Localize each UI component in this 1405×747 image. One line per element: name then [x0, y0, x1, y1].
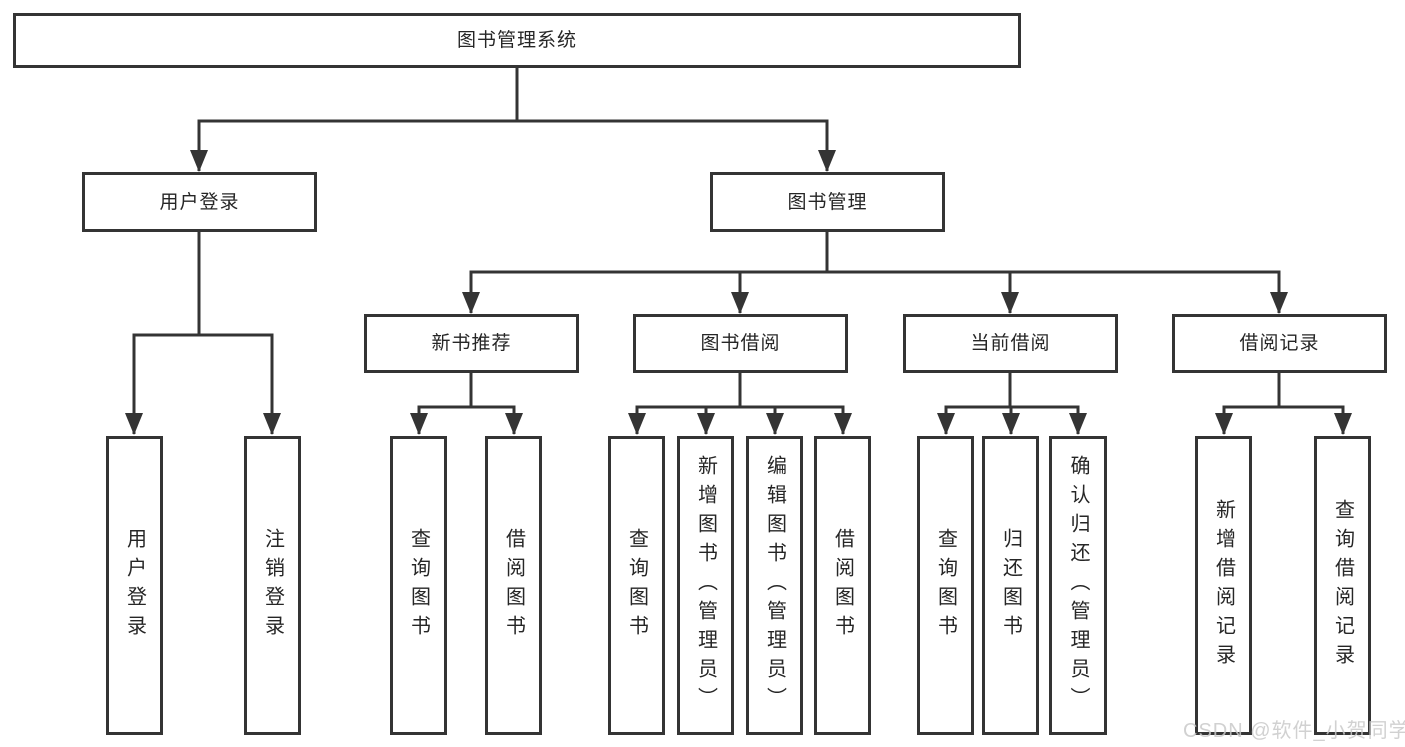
branch-user-login [125, 232, 281, 435]
branch-current-borrow [937, 373, 1087, 435]
node-borrow-records: 借阅记录 [1172, 314, 1387, 373]
node-new-book-recommend: 新书推荐 [364, 314, 579, 373]
leaf-user-login: 用户登录 [106, 436, 163, 735]
branch-book-management [462, 232, 1288, 314]
branch-new-book-recommend [410, 373, 523, 435]
leaf-query-books-recommend: 查询图书 [390, 436, 447, 735]
leaf-add-borrow-record: 新增借阅记录 [1195, 436, 1252, 735]
node-book-borrow: 图书借阅 [633, 314, 848, 373]
leaf-borrow-books: 借阅图书 [814, 436, 871, 735]
leaf-add-books-admin: 新增图书（管理员） [677, 436, 734, 735]
branch-book-borrow [628, 373, 852, 435]
node-library-system-root: 图书管理系统 [13, 13, 1021, 68]
leaf-edit-books-admin: 编辑图书（管理员） [746, 436, 803, 735]
branch-borrow-records [1215, 373, 1352, 435]
leaf-confirm-return-admin: 确认归还（管理员） [1049, 436, 1107, 735]
node-user-login: 用户登录 [82, 172, 317, 232]
leaf-return-books: 归还图书 [982, 436, 1039, 735]
node-current-borrow: 当前借阅 [903, 314, 1118, 373]
node-book-management: 图书管理 [710, 172, 945, 232]
leaf-borrow-books-recommend: 借阅图书 [485, 436, 542, 735]
leaf-query-books-current: 查询图书 [917, 436, 974, 735]
branch-root [190, 68, 836, 172]
leaf-logout: 注销登录 [244, 436, 301, 735]
leaf-query-borrow-record: 查询借阅记录 [1314, 436, 1371, 735]
leaf-query-books-borrow: 查询图书 [608, 436, 665, 735]
